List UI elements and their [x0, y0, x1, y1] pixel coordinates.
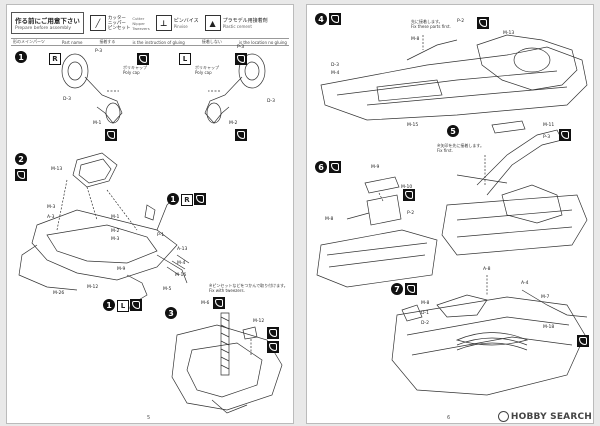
- glue-icon: [213, 297, 225, 309]
- glue-icon: [267, 341, 279, 353]
- glue-icon: [329, 13, 341, 25]
- step-5-badge: 5: [447, 125, 459, 137]
- side-r-box: R: [49, 53, 61, 65]
- step-5-note: ※矢印を先に接着します。Fix first.: [437, 143, 484, 153]
- no-glue-icon: [137, 53, 149, 65]
- hobby-search-watermark: HOBBY SEARCH: [497, 411, 592, 422]
- no-glue-icon: [194, 193, 206, 205]
- step-2-badge: 2: [15, 153, 27, 165]
- step-1-badge: 1: [15, 51, 27, 63]
- glue-icon: [577, 335, 589, 347]
- sub-step-1-badge: 1: [167, 193, 179, 205]
- step-7-badge: 7: [391, 283, 403, 295]
- tools-header: 作る前にご用意下さい Prepare before assembly ╱ カッタ…: [11, 9, 289, 37]
- no-glue-icon: [235, 53, 247, 65]
- instruction-page-left: 作る前にご用意下さい Prepare before assembly ╱ カッタ…: [6, 4, 294, 424]
- glue-icon: [235, 129, 247, 141]
- right-line-drawing: [316, 34, 588, 396]
- step-4-badge: 4: [315, 13, 327, 25]
- step-3-badge: 3: [165, 307, 177, 319]
- step-6-badge: 6: [315, 161, 327, 173]
- pinvise-tool: ⊥ ピンバイス Pinvise: [155, 15, 199, 31]
- instruction-page-right: 4 先に接着します。Fix these parts first. M-8 P-2…: [306, 4, 594, 424]
- prepare-box: 作る前にご用意下さい Prepare before assembly: [11, 12, 84, 34]
- cement-bottle-icon: ▲: [204, 15, 221, 31]
- left-line-drawing: [18, 53, 283, 414]
- cutter-nipper-tools: ╱ カッター ニッパー ピンセット Cutter Nipper Tweezers: [89, 15, 150, 31]
- glue-icon: [329, 161, 341, 173]
- sub-step-1-badge: 1: [103, 299, 115, 311]
- drill-icon: ⊥: [155, 15, 172, 31]
- glue-icon: [559, 129, 571, 141]
- legend-strip: 形のメインパーツ Part name 接着する is the instructi…: [11, 38, 289, 46]
- no-glue-icon: [130, 299, 142, 311]
- step-4-note: 先に接着します。Fix these parts first.: [411, 19, 451, 29]
- glue-icon: [105, 129, 117, 141]
- side-l-box: L: [179, 53, 191, 65]
- glue-icon: [267, 327, 279, 339]
- knife-icon: ╱: [89, 15, 106, 31]
- glue-icon: [477, 17, 489, 29]
- glue-icon: [15, 169, 27, 181]
- cement-tool: ▲ プラモデル用接着剤 Plastic cement: [204, 15, 268, 31]
- step-3-note: ※ピンセットなどをつかんで取り付けます。Fix with tweezers.: [209, 283, 288, 293]
- glue-icon: [405, 283, 417, 295]
- glue-icon: [403, 189, 415, 201]
- hobby-search-logo-icon: [497, 411, 509, 422]
